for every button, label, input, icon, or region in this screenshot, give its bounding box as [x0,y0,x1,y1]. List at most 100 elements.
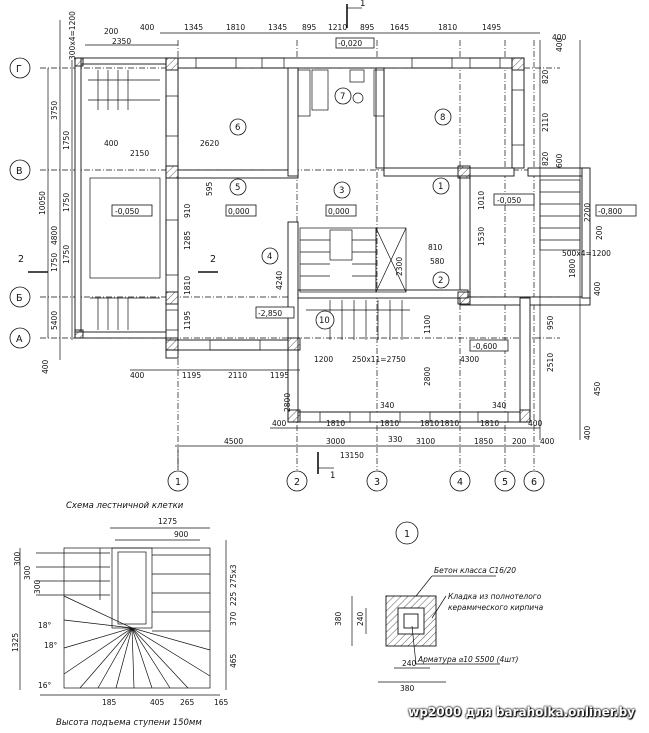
inner-dim-2: 2150 [130,149,149,158]
axis-number-2: 2 [294,477,300,488]
stair-dim-5: 300 [33,579,42,594]
interior-stair [299,227,410,340]
room-10: 10 [319,316,330,326]
stair-dim-6: 1325 [11,633,20,652]
room-4: 4 [267,252,272,262]
right-dim-9: 950 [546,315,555,330]
bathroom-fixtures [297,69,385,117]
inner-dimensions: 2620 2150 400 595 910 1285 1810 1195 424… [104,139,611,444]
left-dim-4: 4800 [50,226,59,245]
detail-mark: 1 [404,529,410,540]
right-dim-4: 820 [541,151,550,166]
stair-dim-14: 185 [102,698,117,707]
room-5: 5 [235,183,240,193]
left-dim-7: 1750 [62,245,71,264]
axis-number-4: 4 [457,477,463,488]
stair-caption: Высота подъема ступени 150мм [56,718,202,728]
level-7: -2,850 [258,309,282,318]
left-dim-5: 1750 [62,131,71,150]
right-dim-7: 200 [595,225,604,240]
level-3: 0,000 [228,207,250,216]
section-marks: 1 1 2 2 [18,0,365,481]
axis-number-5: 5 [502,477,508,488]
bottom-row2-3: 1810 [380,419,399,428]
stair-dim-2: 900 [174,530,189,539]
inner-dim-30: 340 [380,401,395,410]
axis-letter-b: Б [16,293,23,304]
bottom-row2-6: 1810 [480,419,499,428]
inner-dim-27: 2800 [423,367,432,386]
right-dim-10: 2510 [546,353,555,372]
level-1: -0,020 [338,39,362,48]
inner-dim-23: 1100 [423,315,432,334]
top-dim-small-2: 200 [104,27,119,36]
bottom-dimensions: 400 1195 2110 1195 400 1810 1810 1810 18… [130,371,555,460]
stair-angle-2: 18° [44,641,58,650]
right-dim-5: 600 [555,153,564,168]
bottom-row1-1: 400 [130,371,145,380]
bottom-row2-2: 1810 [326,419,345,428]
axis-letter-v: В [16,166,23,177]
inner-dim-22: 500x4=1200 [562,249,611,258]
inner-dim-10: 4240 [275,271,284,290]
top-dim-1: 400 [140,23,155,32]
axis-number-1: 1 [175,477,181,488]
top-dim-7: 895 [360,23,375,32]
stair-dim-3: 300 [13,551,22,566]
stair-dim-17: 165 [214,698,229,707]
inner-dim-1: 2620 [200,139,219,148]
bottom-total: 13150 [340,451,364,460]
axis-numbers: 1 2 3 4 5 6 [167,450,545,492]
bottom-row3-3: 3100 [416,437,435,446]
room-2: 2 [438,276,443,286]
bottom-row3-6: 400 [540,437,555,446]
bottom-row3-4: 1850 [474,437,493,446]
top-dim-4: 1345 [268,23,287,32]
stair-angle-3: 16° [38,681,52,690]
bottom-row3-5: 200 [512,437,527,446]
level-marks: -0,020 -0,050 0,000 0,000 -0,050 -0,800 … [111,37,637,352]
stair-scheme: Схема лестничной клетки 1275 900 [11,501,238,728]
column-detail: 1 380 240 240 380 Бетон класса С16/20 Кл… [334,521,544,693]
left-dim-1: 300x4=1200 [68,11,77,60]
section-side-right: 2 [210,254,216,265]
room-3: 3 [339,186,344,196]
left-dim-8: 1750 [50,253,59,272]
left-dimensions: 300x4=1200 3750 10050 4800 1750 1750 175… [38,11,77,374]
right-dim-11: 450 [593,381,602,396]
axis-letter-a: А [16,334,23,345]
detail-dim-4: 380 [400,684,415,693]
inner-dim-26: 250x11=2750 [352,355,406,364]
stair-title: Схема лестничной клетки [66,501,184,511]
inner-dim-3: 400 [104,139,119,148]
terrace-stairs-left [88,70,161,330]
room-labels: 1 2 3 4 5 6 7 8 10 [229,87,452,330]
left-dim-3: 10050 [38,191,47,215]
top-dimensions: 400 1345 1810 1345 895 1210 895 1645 181… [104,23,567,46]
level-6: -0,800 [598,207,622,216]
inner-dim-9: 1195 [183,311,192,330]
right-dim-2: 820 [541,69,550,84]
detail-note-4: Арматура ⌀10 S500 (4шт) [417,655,519,664]
inner-dim-25: 1200 [314,355,333,364]
right-dim-6: 2200 [583,203,592,222]
right-dim-12: 400 [593,281,602,296]
top-dim-6: 1210 [328,23,347,32]
section-mark-top: 1 [360,0,365,9]
level-4: 0,000 [328,207,350,216]
bottom-row3-1: 4500 [224,437,243,446]
stair-dim-8: 370 [229,611,238,626]
detail-dim-3: 240 [402,659,417,668]
bottom-row2-5: 1810 [440,419,459,428]
watermark: wp2000 для baraholka.onliner.by [408,705,635,719]
inner-dim-24: 4300 [460,355,479,364]
stair-dim-7: 275x3 [229,564,238,588]
inner-dim-12: 810 [428,243,443,252]
right-dim-3: 2110 [541,113,550,132]
right-dim-8: 1800 [568,259,577,278]
detail-note-3: керамического кирпича [448,603,544,612]
bottom-row2-4: 1810 [420,419,439,428]
left-dim-9: 5400 [50,311,59,330]
terrace-stairs-right [539,179,581,251]
